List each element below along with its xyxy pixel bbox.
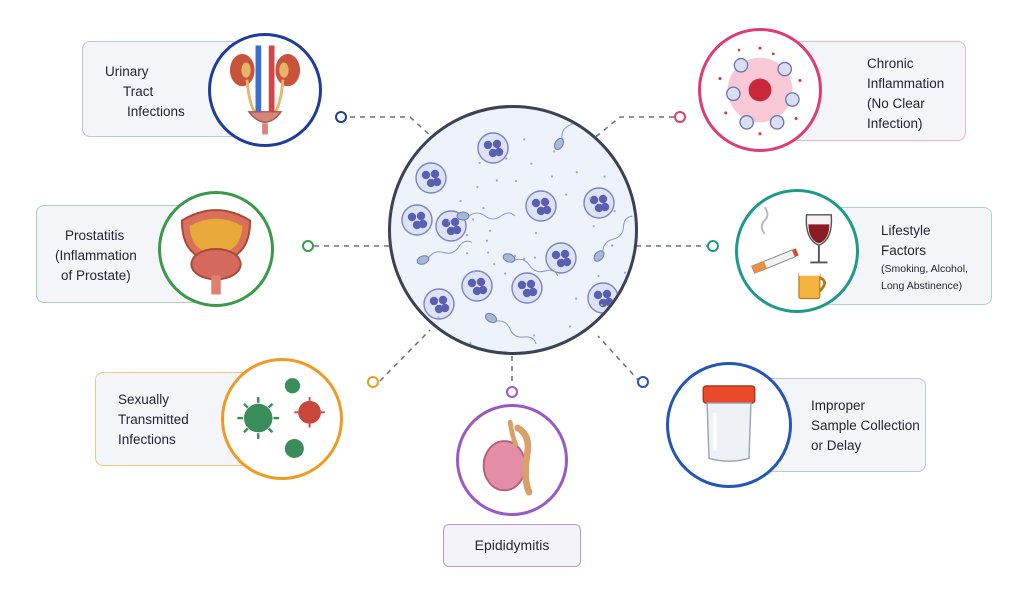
debris-dot: [487, 251, 490, 254]
chronic-label: Chronic Inflammation (No Clear Infection…: [867, 56, 945, 131]
debris-dot: [534, 231, 538, 235]
chronic-card: Chronic Inflammation (No Clear Infection…: [786, 41, 966, 141]
debris-dot: [611, 244, 614, 247]
debris-dot: [485, 239, 489, 242]
debris-dot: [532, 334, 536, 337]
epididymitis-connector-dot: [506, 386, 518, 398]
sperm-cell: [593, 215, 633, 262]
white-blood-cell: [401, 204, 433, 236]
uti-label: Urinary Tract Infections: [105, 64, 185, 119]
white-blood-cell: [461, 270, 493, 302]
debris-dot: [504, 272, 507, 275]
white-blood-cell: [545, 242, 577, 274]
collection-label: Improper Sample Collection or Delay: [811, 398, 920, 453]
sti-connector-dot: [367, 376, 379, 388]
sperm-cell: [502, 253, 559, 277]
debris-dot: [478, 161, 481, 165]
inflammation-cell-icon: [698, 28, 822, 152]
epididymitis-label: Epididymitis: [443, 524, 581, 567]
debris-dot: [459, 199, 462, 203]
white-blood-cell: [511, 272, 543, 304]
semen-microscopy-view: [388, 105, 638, 355]
debris-dot: [575, 171, 578, 174]
white-blood-cell: [587, 282, 619, 314]
sperm-cell: [484, 312, 537, 345]
debris-dot: [505, 157, 508, 160]
link-collection: [597, 335, 641, 383]
prostatitis-connector-dot: [302, 240, 314, 252]
debris-dot: [437, 316, 440, 319]
debris-dot: [623, 271, 627, 274]
white-blood-cell: [525, 190, 557, 222]
lifestyle-label: Lifestyle Factors (Smoking, Alcohol, Lon…: [881, 223, 968, 292]
debris-dot: [592, 225, 595, 228]
white-blood-cell: [583, 187, 615, 219]
sample-container-icon: [666, 362, 792, 488]
debris-dot: [476, 185, 479, 189]
chronic-connector-dot: [674, 111, 686, 123]
sperm-cell: [416, 240, 473, 265]
debris-dot: [523, 257, 526, 260]
lifestyle-connector-dot: [707, 240, 719, 252]
debris-dot: [482, 206, 485, 210]
debris-dot: [613, 210, 616, 213]
debris-dot: [552, 150, 556, 153]
debris-dot: [533, 256, 536, 259]
debris-dot: [597, 274, 600, 278]
debris-dot: [589, 197, 592, 200]
prostate-icon: [158, 191, 274, 307]
link-uti: [350, 116, 433, 138]
debris-dot: [530, 162, 533, 165]
debris-dot: [600, 303, 603, 307]
debris-dot: [514, 179, 518, 183]
debris-dot: [550, 175, 554, 178]
debris-dot: [472, 270, 476, 273]
debris-dot: [564, 193, 568, 196]
uti-connector-dot: [335, 111, 347, 123]
debris-dot: [603, 175, 606, 178]
lifestyle-icon: [735, 189, 859, 313]
prostatitis-label: Prostatitis (Inflammation of Prostate): [55, 228, 137, 283]
debris-dot: [495, 179, 498, 182]
debris-dot: [465, 252, 469, 255]
sperm-cell: [553, 108, 586, 151]
debris-dot: [488, 229, 492, 232]
white-blood-cell: [477, 132, 509, 164]
collection-connector-dot: [637, 376, 649, 388]
epididymis-icon: [456, 404, 568, 516]
white-blood-cell: [415, 162, 447, 194]
white-blood-cell: [423, 288, 455, 320]
virus-icon: [221, 358, 343, 480]
debris-dot: [575, 297, 578, 300]
debris-dot: [523, 138, 526, 141]
debris-dot: [493, 263, 496, 266]
sperm-cell: [456, 211, 516, 221]
link-chronic: [591, 116, 684, 141]
debris-dot: [513, 254, 517, 258]
debris-dot: [471, 218, 475, 221]
debris-dot: [465, 234, 469, 237]
debris-dot: [469, 341, 472, 345]
debris-dot: [447, 220, 451, 223]
urinary-system-icon: [208, 33, 322, 147]
link-sti: [379, 329, 431, 382]
sti-label: Sexually Transmitted Infections: [118, 392, 189, 447]
debris-dot: [568, 325, 572, 328]
